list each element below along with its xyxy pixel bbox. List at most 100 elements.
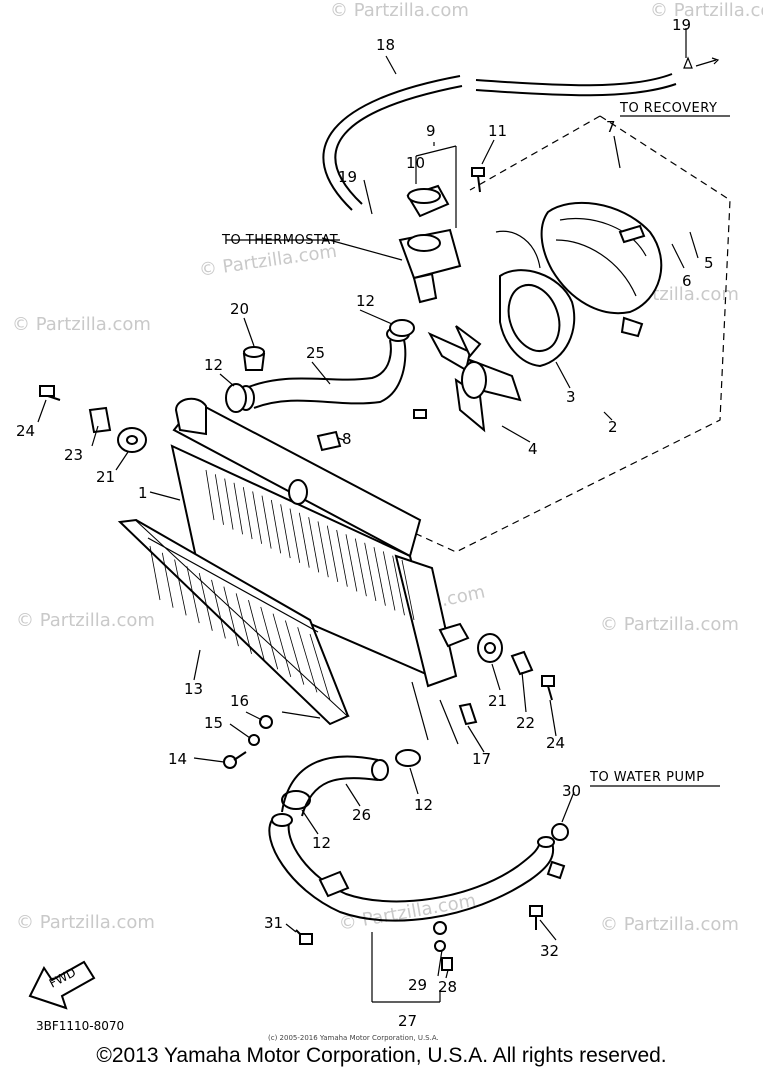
callout-23: 23 <box>64 446 83 464</box>
screen-fasteners <box>223 715 273 769</box>
mesh-line <box>235 593 252 654</box>
callout-30: 30 <box>562 782 581 800</box>
callout-12: 12 <box>312 834 331 852</box>
radiator-fins <box>205 469 415 621</box>
small-copyright: (c) 2005-2016 Yamaha Motor Corporation, … <box>268 1034 439 1042</box>
mesh-line <box>248 600 266 662</box>
callout-5: 5 <box>704 254 714 272</box>
callout-28: 28 <box>438 978 457 996</box>
lower-hose <box>281 755 389 817</box>
direction-labels: TO RECOVERY TO THERMOSTAT TO WATER PUMP … <box>36 101 717 1042</box>
watermark-text: © Partzilla.com <box>330 0 469 21</box>
mesh-line <box>223 586 239 647</box>
callout-25: 25 <box>306 344 325 362</box>
pipe-fasteners <box>295 823 569 971</box>
fin-line <box>336 529 348 587</box>
callout-24: 24 <box>546 734 565 752</box>
bolt-11 <box>471 167 485 193</box>
mesh-line <box>198 572 213 631</box>
grommet-8 <box>316 430 342 452</box>
callout-17: 17 <box>472 750 491 768</box>
fin-line <box>345 534 358 592</box>
mesh-line <box>297 627 318 693</box>
mesh-line <box>309 633 331 701</box>
clamp <box>225 319 421 810</box>
fin-line <box>298 512 310 568</box>
radiator <box>170 397 470 688</box>
footer-copyright: ©2013 Yamaha Motor Corporation, U.S.A. A… <box>96 1044 667 1067</box>
fin-line <box>270 499 282 554</box>
upper-hose <box>237 326 410 411</box>
callout-21: 21 <box>96 468 115 486</box>
callout-2: 2 <box>608 418 618 436</box>
callout-21: 21 <box>488 692 507 710</box>
fin-line <box>242 487 253 540</box>
fin-line <box>233 482 243 535</box>
label-to-recovery: TO RECOVERY <box>619 101 717 116</box>
callout-8: 8 <box>342 430 352 448</box>
callout-numbers: 1 2 3 4 5 6 7 8 9 10 11 12 12 12 12 13 1… <box>16 16 714 1030</box>
fan-assembly-outline <box>297 115 731 553</box>
fin-line <box>364 542 377 602</box>
fin-line <box>224 478 234 530</box>
mesh-line <box>260 606 279 670</box>
fin-line <box>205 469 215 521</box>
callout-11: 11 <box>488 122 507 140</box>
mesh-line <box>149 545 161 601</box>
callout-6: 6 <box>682 272 692 290</box>
callout-15: 15 <box>204 714 223 732</box>
overflow-hose <box>322 56 720 211</box>
callout-20: 20 <box>230 300 249 318</box>
callout-31: 31 <box>264 914 283 932</box>
callout-13: 13 <box>184 680 203 698</box>
water-pipe <box>268 813 566 922</box>
label-to-water-pump: TO WATER PUMP <box>589 770 705 785</box>
callout-14: 14 <box>168 750 187 768</box>
fin-line <box>308 517 320 573</box>
callout-18: 18 <box>376 36 395 54</box>
fin-line <box>382 551 396 611</box>
fin-line <box>261 495 272 549</box>
mesh-line <box>186 566 200 624</box>
mount-parts-right <box>458 633 555 726</box>
fin-line <box>252 491 263 544</box>
mesh-line <box>161 552 174 608</box>
screen-mesh <box>149 545 331 701</box>
mesh-line <box>272 613 292 678</box>
callout-9: 9 <box>426 122 436 140</box>
fan-blade <box>413 325 522 433</box>
watermarks: © Partzilla.com © Partzilla.com © Partzi… <box>12 0 763 935</box>
callout-4: 4 <box>528 440 538 458</box>
leader-lines <box>37 28 720 1003</box>
callout-29: 29 <box>408 976 427 994</box>
callout-19: 19 <box>338 168 357 186</box>
callout-32: 32 <box>540 942 559 960</box>
radiator-screen <box>117 518 350 726</box>
watermark-text: © Partzilla.com <box>600 614 739 635</box>
callout-3: 3 <box>566 388 576 406</box>
fan-motor <box>495 230 576 368</box>
fin-line <box>354 538 367 597</box>
diagram-code: 3BF1110-8070 <box>36 1019 124 1033</box>
watermark-text: © Partzilla.com <box>12 314 151 335</box>
fin-line <box>392 555 405 616</box>
callout-1: 1 <box>138 484 148 502</box>
watermark-text: © Partzilla.com <box>16 912 155 933</box>
fin-line <box>214 474 224 525</box>
callout-27: 27 <box>398 1012 417 1030</box>
callout-12: 12 <box>204 356 223 374</box>
radiator-cap <box>398 145 462 304</box>
watermark-text: © Partzilla.com <box>16 610 155 631</box>
callout-19: 19 <box>672 16 691 34</box>
fwd-arrow: FWD <box>28 960 96 1010</box>
callout-7: 7 <box>606 118 616 136</box>
callout-24: 24 <box>16 422 35 440</box>
callout-22: 22 <box>516 714 535 732</box>
callout-12: 12 <box>356 292 375 310</box>
mesh-line <box>211 579 226 639</box>
fin-line <box>289 508 301 563</box>
mesh-line <box>285 620 305 685</box>
callout-26: 26 <box>352 806 371 824</box>
